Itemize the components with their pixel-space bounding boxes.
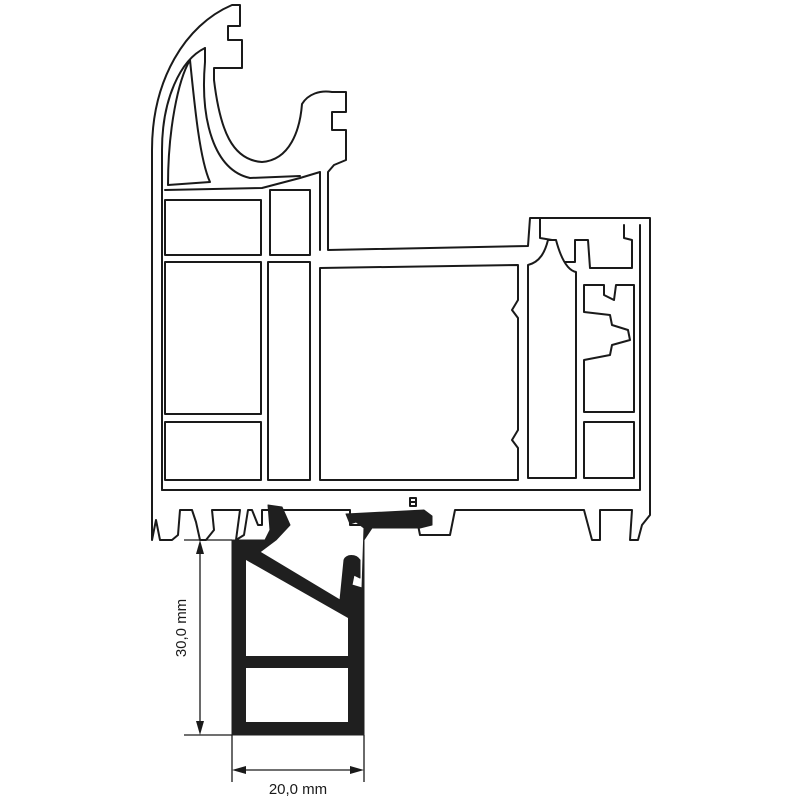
frame-hook-wall — [203, 47, 301, 179]
frame-outer-contour — [151, 4, 651, 541]
chamber-mid-tall — [267, 261, 311, 481]
chamber-mid-upper — [269, 189, 311, 256]
chamber-left-upper — [164, 199, 262, 256]
chamber-right-notched — [583, 284, 635, 413]
width-dimension-label: 20,0 mm — [269, 781, 327, 798]
width-dimension: 20,0 mm — [231, 735, 365, 798]
adapter-chamber-top — [246, 560, 348, 656]
chamber-right-lower — [583, 421, 635, 479]
chamber-left-lower — [164, 421, 262, 481]
adapter-chamber-bottom — [246, 668, 348, 722]
chamber-top-arc — [167, 59, 211, 186]
frame-top-inner — [164, 171, 321, 251]
height-dimension: 30,0 mm — [173, 539, 232, 736]
chamber-left-middle — [164, 261, 262, 415]
adapter-profile — [231, 497, 433, 736]
height-arrow-bottom — [196, 721, 204, 735]
height-arrow-top — [196, 540, 204, 554]
width-arrow-left — [232, 766, 246, 774]
frame-inner-wall — [161, 47, 206, 491]
gasket-mark — [409, 497, 417, 507]
frame-bottom-wall — [161, 224, 641, 491]
chamber-center-large — [319, 264, 519, 481]
height-dimension-label: 30,0 mm — [173, 599, 190, 657]
width-arrow-right — [350, 766, 364, 774]
frame-profile — [151, 4, 651, 541]
chamber-right-tall — [527, 239, 577, 479]
